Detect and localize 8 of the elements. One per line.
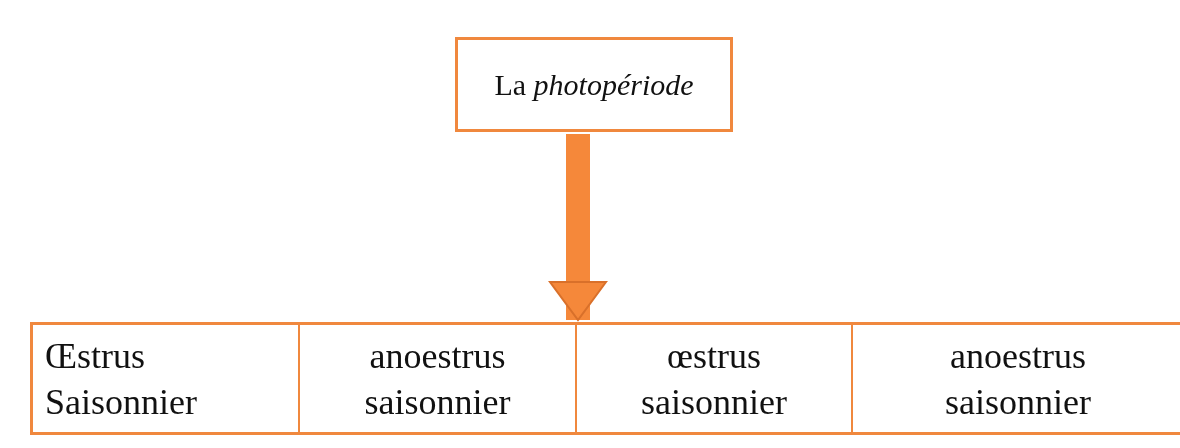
box-title: La photopériode [494, 66, 694, 103]
cell-text: anoestrus saisonnier [363, 334, 512, 424]
arrow [549, 134, 607, 321]
cell-text: œstrus saisonnier [640, 334, 788, 424]
cell-text: Œstrus Saisonnier [45, 334, 198, 424]
cell-text: anoestrus saisonnier [944, 334, 1092, 424]
table-row [30, 322, 1180, 435]
title-box [455, 37, 733, 132]
